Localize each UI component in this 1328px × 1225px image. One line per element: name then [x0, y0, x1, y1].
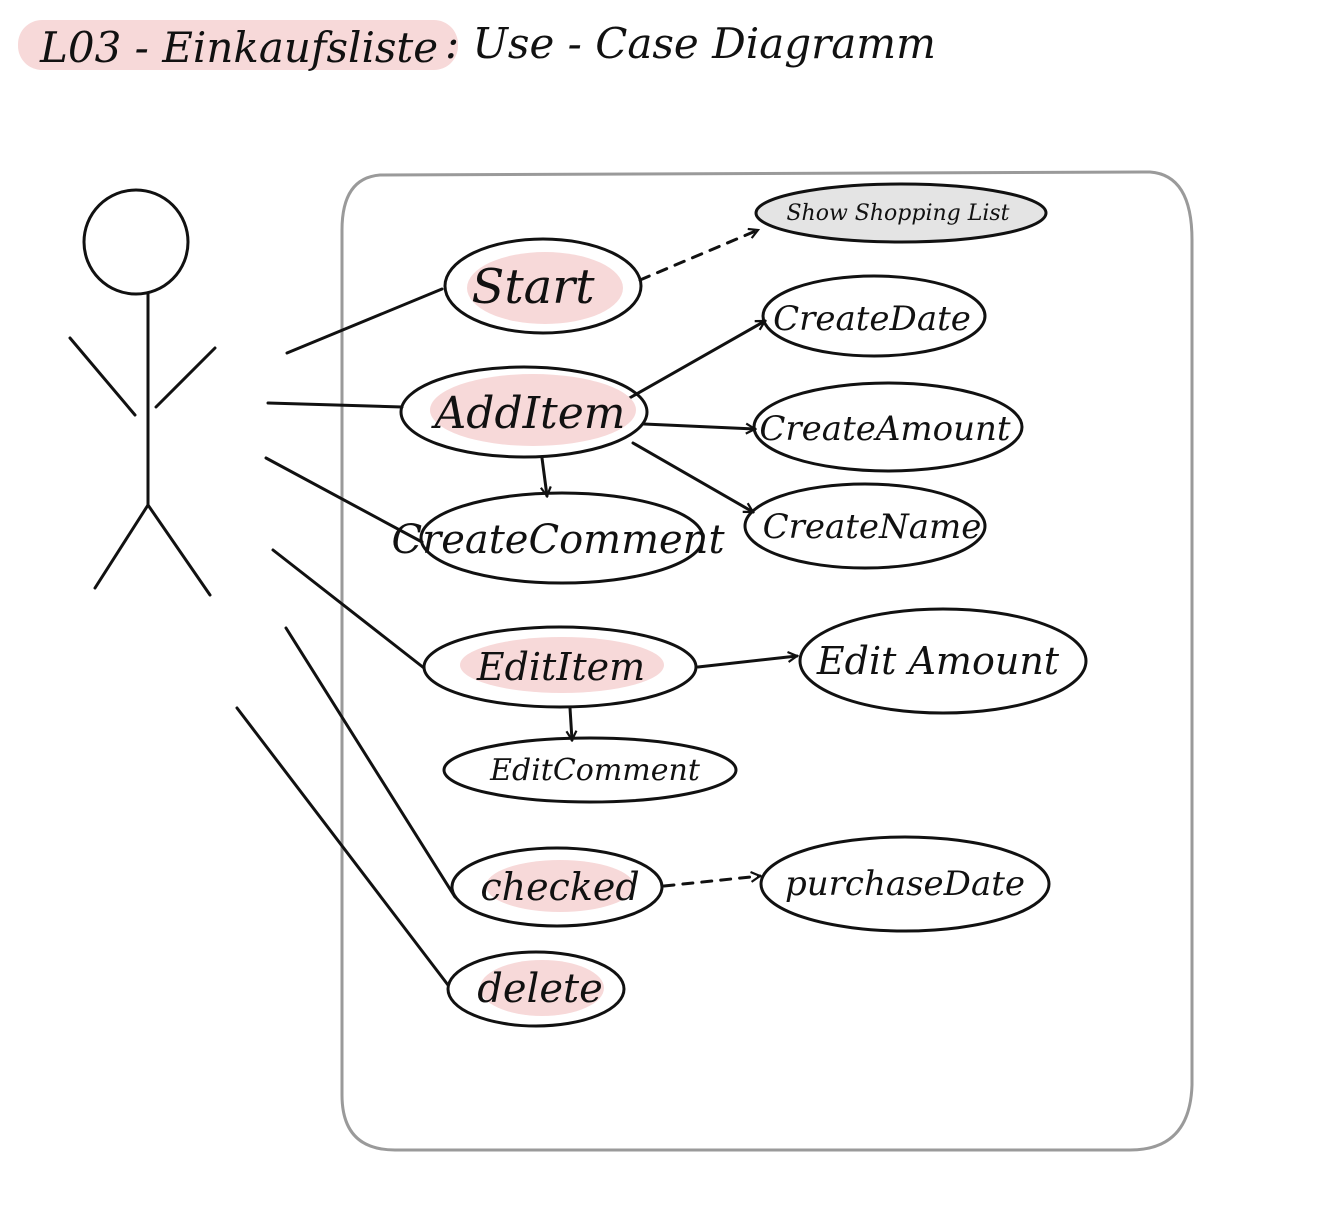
use-case-edit-amount-ellipse	[798, 607, 1088, 715]
use-case-purchase-date: purchaseDate	[759, 835, 1051, 933]
relation-edit-item-to-edit-amount	[696, 656, 797, 669]
use-case-show-shopping-list: Show Shopping List	[754, 182, 1048, 244]
use-case-edit-amount-label: Edit Amount	[816, 639, 1060, 683]
use-case-purchase-date-label: purchaseDate	[785, 864, 1025, 904]
highlight-start	[467, 252, 623, 324]
actor-arm-right	[154, 346, 217, 409]
use-case-edit-item-label: EditItem	[476, 645, 645, 689]
use-case-start-ellipse	[443, 237, 643, 335]
use-case-create-comment: CreateComment	[391, 491, 725, 585]
use-case-create-date: CreateDate	[761, 274, 987, 358]
system-boundary	[340, 170, 1194, 1152]
use-case-delete: delete	[446, 950, 626, 1028]
association-create-comment	[264, 456, 424, 544]
actor-leg-right	[146, 503, 212, 597]
use-case-purchase-date-ellipse	[759, 835, 1051, 933]
relation-add-item-to-create-comment	[542, 456, 547, 496]
relation-add-item-to-create-amount	[642, 422, 755, 429]
use-case-delete-ellipse	[446, 950, 626, 1028]
highlight-edit-item	[460, 637, 664, 693]
use-case-add-item: AddItem	[399, 365, 649, 459]
actor-arm-left	[68, 336, 137, 417]
use-case-create-comment-label: CreateComment	[391, 517, 725, 563]
association-edit-item	[271, 548, 426, 670]
use-case-create-date-ellipse	[761, 274, 987, 358]
use-case-add-item-ellipse	[399, 365, 649, 459]
diagram-title: L03 - Einkaufsliste : Use - Case Diagram…	[18, 19, 936, 72]
relation-start-to-show-list	[638, 230, 758, 282]
highlight-delete	[480, 960, 604, 1016]
use-case-create-amount-label: CreateAmount	[759, 409, 1011, 449]
use-case-checked-ellipse	[450, 846, 664, 928]
actor-head	[82, 188, 190, 296]
use-case-checked: checked	[450, 846, 664, 928]
association-start	[285, 287, 444, 355]
use-case-edit-amount: Edit Amount	[798, 607, 1088, 715]
use-case-edit-item: EditItem	[422, 625, 698, 709]
use-case-edit-item-ellipse	[422, 625, 698, 709]
use-case-create-name: CreateName	[743, 482, 987, 570]
use-case-edit-comment: EditComment	[442, 736, 738, 804]
use-case-create-date-label: CreateDate	[773, 299, 971, 339]
use-case-create-amount: CreateAmount	[752, 381, 1024, 473]
relation-add-item-to-create-name	[631, 441, 753, 514]
use-case-create-amount-ellipse	[752, 381, 1024, 473]
use-case-start-label: Start	[471, 259, 595, 315]
actor-associations	[235, 287, 457, 987]
title-rest-text: : Use - Case Diagramm	[445, 19, 936, 68]
use-case-show-shopping-list-label: Show Shopping List	[786, 201, 1009, 226]
use-case-delete-label: delete	[477, 966, 603, 1012]
highlight-checked	[486, 860, 634, 912]
use-case-edit-comment-label: EditComment	[489, 753, 701, 788]
actor-leg-left	[93, 503, 150, 590]
title-highlight	[18, 20, 458, 70]
use-case-start: Start	[443, 237, 643, 335]
relation-add-item-to-create-date	[624, 319, 765, 402]
use-case-create-comment-ellipse	[419, 491, 705, 585]
use-case-edit-comment-ellipse	[442, 736, 738, 804]
relation-checked-to-purchase-date	[662, 876, 760, 888]
title-highlighted-text: L03 - Einkaufsliste	[39, 23, 438, 72]
use-case-create-name-ellipse	[743, 482, 987, 570]
actor-user	[68, 188, 217, 597]
use-case-create-name-label: CreateName	[763, 507, 982, 547]
association-checked	[284, 626, 457, 899]
use-case-add-item-label: AddItem	[431, 388, 626, 439]
relation-edit-item-to-edit-comment	[570, 706, 572, 740]
use-case-relations	[542, 230, 797, 888]
use-case-show-shopping-list-ellipse	[754, 182, 1048, 244]
highlight-add-item	[430, 374, 636, 446]
association-delete	[235, 706, 450, 987]
association-add-item	[266, 401, 404, 409]
use-case-checked-label: checked	[480, 865, 639, 909]
